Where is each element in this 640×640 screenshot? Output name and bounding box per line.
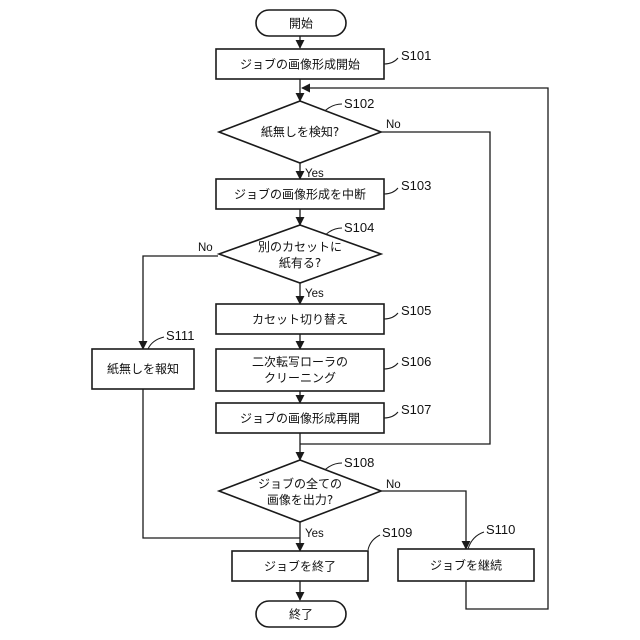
process-s106: 二次転写ローラの クリーニング (216, 349, 384, 391)
label-s102-yes: Yes (305, 168, 324, 180)
process-s107-label: ジョブの画像形成再開 (240, 411, 360, 426)
terminal-start: 開始 (256, 10, 346, 36)
process-s110-label: ジョブを継続 (430, 558, 502, 573)
leader-s106 (384, 363, 398, 369)
decision-s104-label-line1: 別のカセットに (258, 240, 342, 254)
process-s106-label-line1: 二次転写ローラの (252, 355, 348, 369)
decision-s108-label-line1: ジョブの全ての (258, 476, 342, 491)
leader-s110 (468, 532, 484, 549)
leader-s105 (384, 313, 398, 319)
process-s103: ジョブの画像形成を中断 (216, 179, 384, 209)
ref-s110: S110 (486, 522, 515, 537)
decision-s102-label: 紙無しを検知? (261, 124, 339, 139)
label-s104-yes: Yes (305, 288, 324, 300)
process-s101: ジョブの画像形成開始 (216, 49, 384, 79)
label-s102-no: No (386, 119, 401, 131)
decision-s108-label-line2: 画像を出力? (267, 493, 333, 507)
ref-s106: S106 (401, 354, 431, 369)
leader-s111 (148, 337, 164, 349)
terminal-end-label: 終了 (289, 607, 313, 622)
ref-s103: S103 (401, 178, 431, 193)
terminal-start-label: 開始 (289, 17, 313, 31)
ref-s105: S105 (401, 303, 431, 318)
leader-s103 (384, 188, 398, 194)
path-s108-no (381, 491, 466, 549)
process-s111: 紙無しを報知 (92, 349, 194, 389)
ref-s108: S108 (344, 455, 374, 470)
leader-s107 (384, 412, 398, 418)
label-s108-yes: Yes (305, 528, 324, 540)
process-s101-label: ジョブの画像形成開始 (240, 57, 360, 72)
label-s104-no: No (198, 242, 213, 254)
process-s103-label: ジョブの画像形成を中断 (234, 187, 366, 202)
process-s109-label: ジョブを終了 (264, 559, 336, 574)
ref-s102: S102 (344, 96, 374, 111)
ref-s101: S101 (401, 48, 431, 63)
ref-s104: S104 (344, 220, 374, 235)
process-s105-label: カセット切り替え (252, 313, 348, 327)
process-s111-label: 紙無しを報知 (107, 361, 179, 376)
ref-s109: S109 (382, 525, 412, 540)
ref-s107: S107 (401, 402, 431, 417)
terminal-end: 終了 (256, 601, 346, 627)
leader-s101 (384, 58, 398, 64)
ref-s111: S111 (166, 328, 194, 343)
leader-s109 (368, 535, 380, 550)
process-s107: ジョブの画像形成再開 (216, 403, 384, 433)
process-s110: ジョブを継続 (398, 549, 534, 581)
process-s106-label-line2: クリーニング (264, 371, 336, 385)
process-s105: カセット切り替え (216, 304, 384, 334)
decision-s104-label-line2: 紙有る? (279, 255, 321, 270)
process-s109: ジョブを終了 (232, 551, 368, 581)
label-s108-no: No (386, 479, 401, 491)
